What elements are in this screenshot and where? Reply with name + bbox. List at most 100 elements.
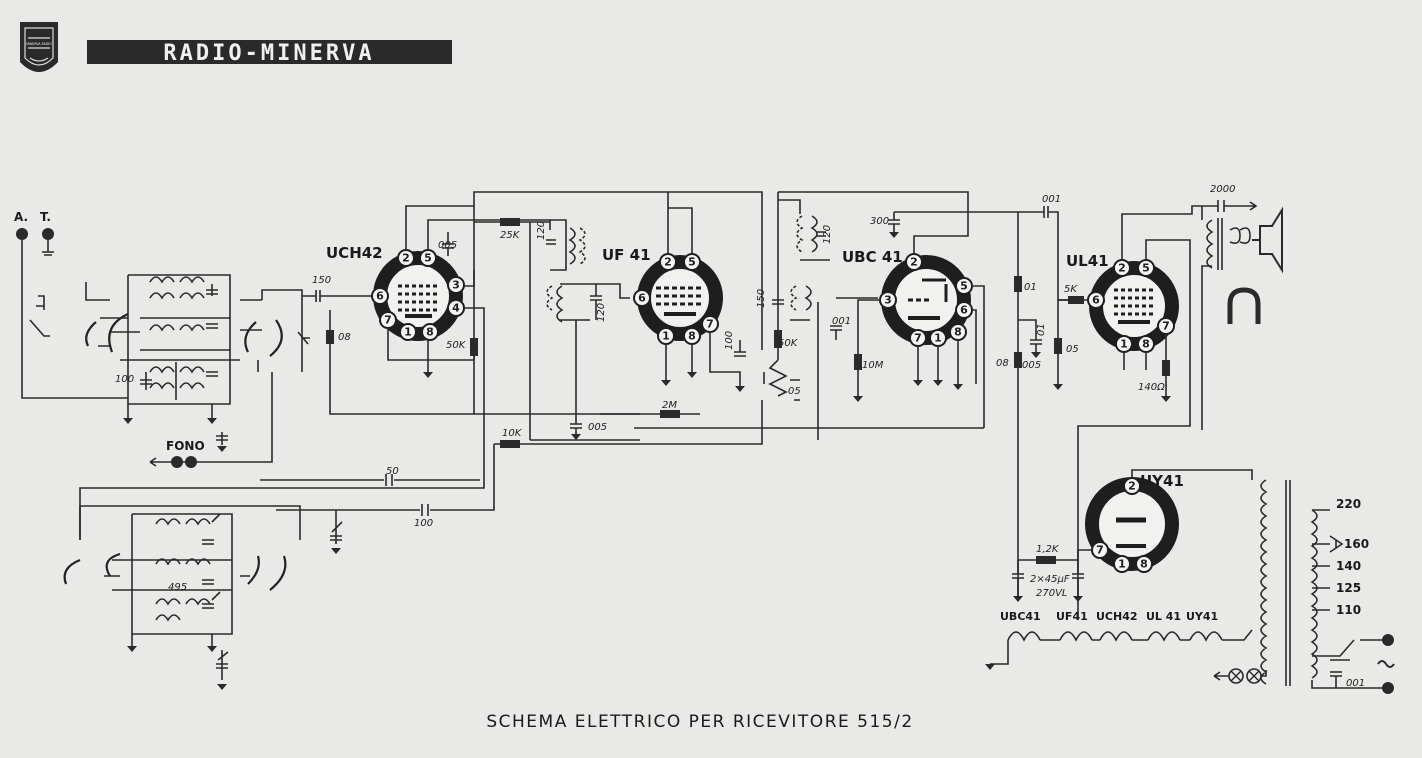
svg-text:1: 1 [1120, 338, 1128, 351]
mains-autotransformer: 001 [1260, 479, 1384, 689]
svg-text:2: 2 [1118, 262, 1126, 275]
elec-volt-label: 270VL [1036, 588, 1068, 599]
c005-c-label: 005 [1022, 360, 1041, 371]
svg-text:8: 8 [1140, 558, 1148, 571]
svg-text:3: 3 [452, 279, 460, 292]
filament-chain: UBC41 UF41 UCH42 UL 41 UY41 [985, 610, 1253, 670]
c2000-label: 2000 [1210, 184, 1235, 195]
magnet-icon [1227, 287, 1261, 324]
svg-text:6: 6 [960, 304, 968, 317]
output-transformer: 2000 [1077, 184, 1258, 620]
tube-ubc41-label: UBC 41 [842, 248, 903, 266]
c100-bot-label: 100 [414, 518, 433, 529]
c120-b-label: 120 [596, 303, 607, 322]
speaker-icon [1252, 206, 1283, 274]
osc-coil-bank: 495 [63, 513, 287, 690]
svg-text:2: 2 [664, 256, 672, 269]
r05-b-label: 05 [1066, 344, 1079, 355]
svg-text:8: 8 [954, 326, 962, 339]
r08-label: 08 [338, 332, 351, 343]
filament-uy41: UY41 [1186, 610, 1218, 623]
r12k-label: 1,2K [1036, 544, 1060, 555]
svg-text:1: 1 [934, 332, 942, 345]
r10m-label: 10M [862, 360, 884, 371]
svg-text:7: 7 [384, 314, 392, 327]
svg-text:1: 1 [662, 330, 670, 343]
c001-mains-label: 001 [1346, 678, 1365, 689]
tube-uf41-label: UF 41 [602, 246, 651, 264]
r50k-b-label: 50K [778, 338, 799, 349]
svg-text:7: 7 [1096, 544, 1104, 557]
r10k-label: 10K [502, 428, 523, 439]
c495-label: 495 [168, 582, 187, 593]
c001-a-label: 001 [832, 316, 851, 327]
tube-ubc41: UBC 41 2 3 5 6 7 1 8 [842, 248, 973, 347]
svg-text:6: 6 [1092, 294, 1100, 307]
elec-label: 2×45μF [1030, 574, 1070, 585]
fono-label: FONO [166, 439, 205, 453]
c120-c-label: 120 [822, 225, 833, 244]
r50k-a-label: 50K [446, 340, 467, 351]
svg-text:5: 5 [688, 256, 696, 269]
svg-text:8: 8 [426, 326, 434, 339]
logo-text: MINERVA RADIO [26, 42, 52, 46]
r25k-label: 25K [500, 230, 521, 241]
tube-ul41-label: UL41 [1066, 252, 1109, 270]
r5k-label: 5K [1064, 284, 1078, 295]
tube-uch42: UCH42 2 5 6 3 4 7 1 8 [326, 244, 465, 341]
svg-text:5: 5 [960, 280, 968, 293]
svg-text:5: 5 [1142, 262, 1150, 275]
c005-b-label: 005 [588, 422, 607, 433]
mains-terminal-2 [1382, 682, 1394, 694]
brand-banner: RADIO-MINERVA [87, 40, 452, 66]
filament-ubc41: UBC41 [1000, 610, 1041, 623]
r08-b-label: 08 [996, 358, 1009, 369]
svg-text:8: 8 [688, 330, 696, 343]
c120-a-label: 120 [536, 221, 547, 240]
mains-terminal-1 [1382, 634, 1394, 646]
svg-text:8: 8 [1142, 338, 1150, 351]
schematic-caption: SCHEMA ELETTRICO PER RICEVITORE 515/2 [486, 712, 913, 732]
tube-uy41: UY41 2 7 1 8 [1085, 472, 1184, 573]
svg-text:7: 7 [1162, 320, 1170, 333]
rf-coil-bank-top: 100 [115, 274, 240, 452]
tube-uch42-label: UCH42 [326, 244, 383, 262]
voltage-160: 160 [1344, 537, 1369, 551]
r05-a-label: 05 [788, 386, 801, 397]
r2m-label: 2M [662, 400, 677, 411]
svg-text:3: 3 [884, 294, 892, 307]
filament-uf41: UF41 [1056, 610, 1088, 623]
filament-ul41: UL 41 [1146, 610, 1181, 623]
c150-b-label: 150 [756, 289, 767, 308]
tube-ul41: UL41 2 5 6 7 1 8 [1066, 252, 1179, 353]
if-transformer-1: 120 120 [529, 219, 630, 440]
voltage-220: 220 [1336, 497, 1361, 511]
svg-text:6: 6 [376, 290, 384, 303]
c150-label: 150 [312, 275, 331, 286]
antenna-label: A. [14, 210, 28, 224]
c100-mid-label: 100 [724, 331, 735, 350]
svg-text:6: 6 [638, 292, 646, 305]
r01-a-label: 01 [1024, 282, 1037, 293]
ac-symbol-icon [1377, 660, 1395, 668]
pilot-lamp-icon [1213, 668, 1267, 684]
if-transformer-2: 120 150 [756, 192, 833, 360]
svg-text:4: 4 [452, 302, 460, 315]
svg-text:5: 5 [424, 252, 432, 265]
c100-left-label: 100 [115, 374, 134, 385]
tube-uf41: UF 41 2 5 6 1 8 7 [602, 246, 723, 345]
voltage-125: 125 [1336, 581, 1361, 595]
svg-text:1: 1 [404, 326, 412, 339]
brand-name: RADIO-MINERVA [163, 41, 374, 66]
svg-text:7: 7 [914, 332, 922, 345]
svg-text:2: 2 [1128, 480, 1136, 493]
c005-a-label: 005 [438, 240, 457, 251]
c300-label: 300 [870, 216, 889, 227]
voltage-110: 110 [1336, 603, 1361, 617]
c50-label: 50 [386, 466, 399, 477]
voltage-140: 140 [1336, 559, 1361, 573]
c001-b-label: 001 [1042, 194, 1061, 205]
earth-label: T. [40, 210, 51, 224]
r140-label: 140Ω [1138, 382, 1165, 393]
